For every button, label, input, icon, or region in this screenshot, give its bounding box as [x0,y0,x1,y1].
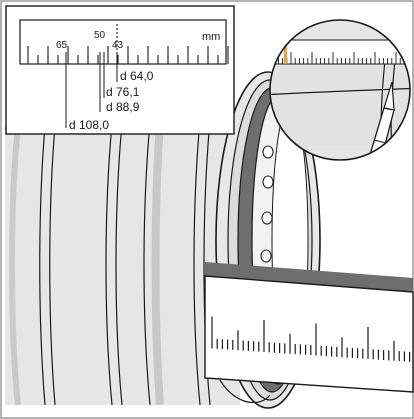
diameter-108: d 108,0 [69,118,109,132]
pipe-end-shade [219,379,271,404]
pipe-shade-band [151,122,164,406]
unit-label: mm [202,31,220,43]
scale-mark [284,46,287,64]
ruler-ticks [211,316,411,362]
pipe-groove [115,123,123,406]
pipe-groove [49,125,56,406]
pipe-shade-band [9,126,21,406]
pipe [4,117,241,406]
magnifier [269,19,411,161]
tick-number-43: 43 [112,40,124,51]
tick-number-50: 50 [94,30,106,41]
pipe-groove [39,125,46,406]
ruler-top-shade [205,262,413,292]
diameter-76: d 76,1 [106,85,140,99]
pipe-body [5,118,240,405]
measuring-tape [204,262,414,393]
pipe-groove [143,122,151,406]
diameter-88: d 88,9 [106,100,140,114]
magnifier-border [269,19,411,161]
leader-lines [65,52,118,128]
tick-number-65: 65 [56,40,68,51]
pipe-groove [105,123,113,406]
pipe-groove [193,119,201,406]
ruler-body [204,275,414,393]
inset-ruler [19,19,227,65]
scale-inset: 65 50 43 mm d 64,0 d 76,1 d 88,9 d 108,0 [5,5,235,135]
diameter-64: d 64,0 [120,69,154,83]
